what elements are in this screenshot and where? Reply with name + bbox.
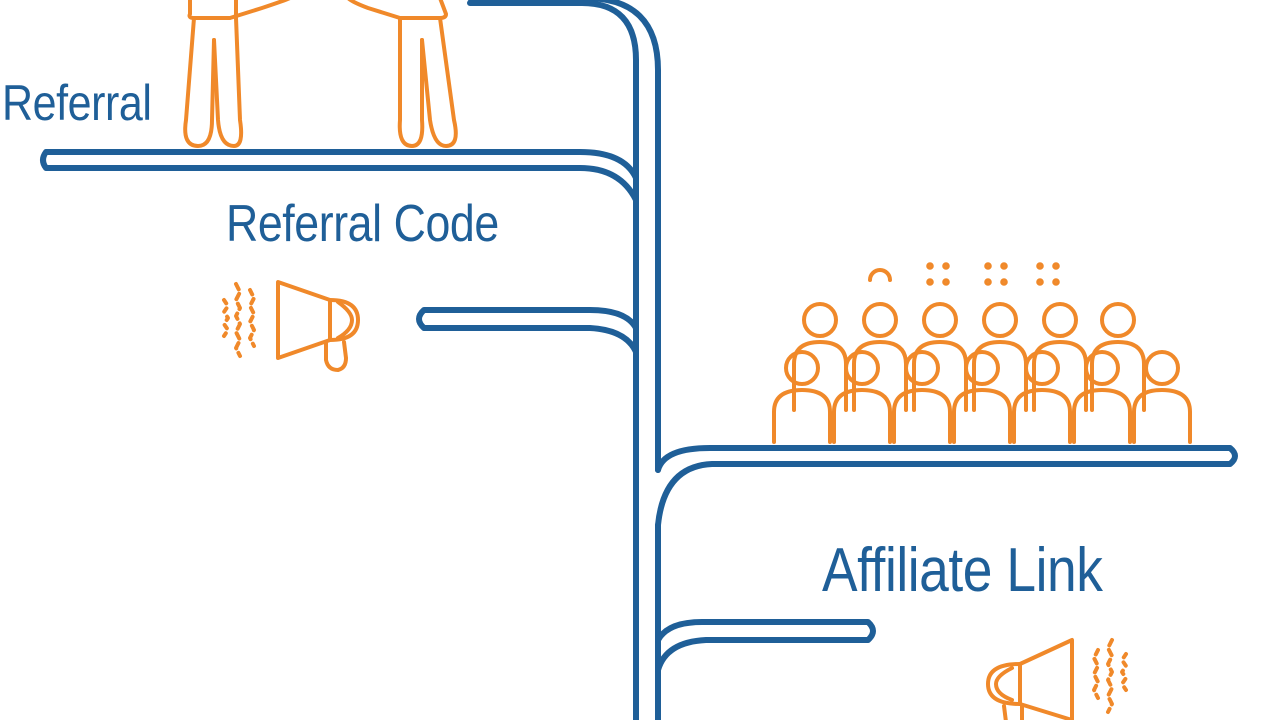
branch-tree [40,0,1238,720]
crowd-person [972,302,1028,412]
faint-dot [1052,278,1060,286]
shelf-referral-code [416,307,639,393]
trunk-inner [467,0,640,720]
crowd-person [1132,350,1192,444]
faint-dot [942,262,950,270]
shelf-affiliate [655,619,876,673]
label-referral: Referral [2,75,152,131]
label-referral-code: Referral Code [226,195,499,253]
faint-dot [926,262,934,270]
shelf-crowd [655,445,1238,528]
crowd-person [1032,302,1088,412]
label-affiliate-link: Affiliate Link [822,536,1103,605]
crowd-person [772,350,832,444]
faint-dot [942,278,950,286]
crowd-person [832,350,892,444]
faint-dot [1036,278,1044,286]
faint-dot [984,262,992,270]
shelf-referral [40,149,639,243]
crowd-person [952,350,1012,444]
faint-dot [1000,278,1008,286]
faint-dot [926,278,934,286]
crowd-person [912,302,968,412]
faint-dot [984,278,992,286]
crowd-person [1012,350,1072,444]
crowd-person [792,302,848,412]
faint-dot [1052,262,1060,270]
megaphone-icon [222,280,360,372]
audience-crowd-icon [772,262,1192,444]
two-people-talking-icon [183,0,458,148]
megaphone-icon [986,638,1128,720]
crowd-person [892,350,952,444]
crowd-person [852,302,908,412]
trunk-outer [467,0,661,720]
crowd-person [1072,350,1132,444]
faint-head [868,268,892,282]
faint-dot [1000,262,1008,270]
faint-dot [1036,262,1044,270]
